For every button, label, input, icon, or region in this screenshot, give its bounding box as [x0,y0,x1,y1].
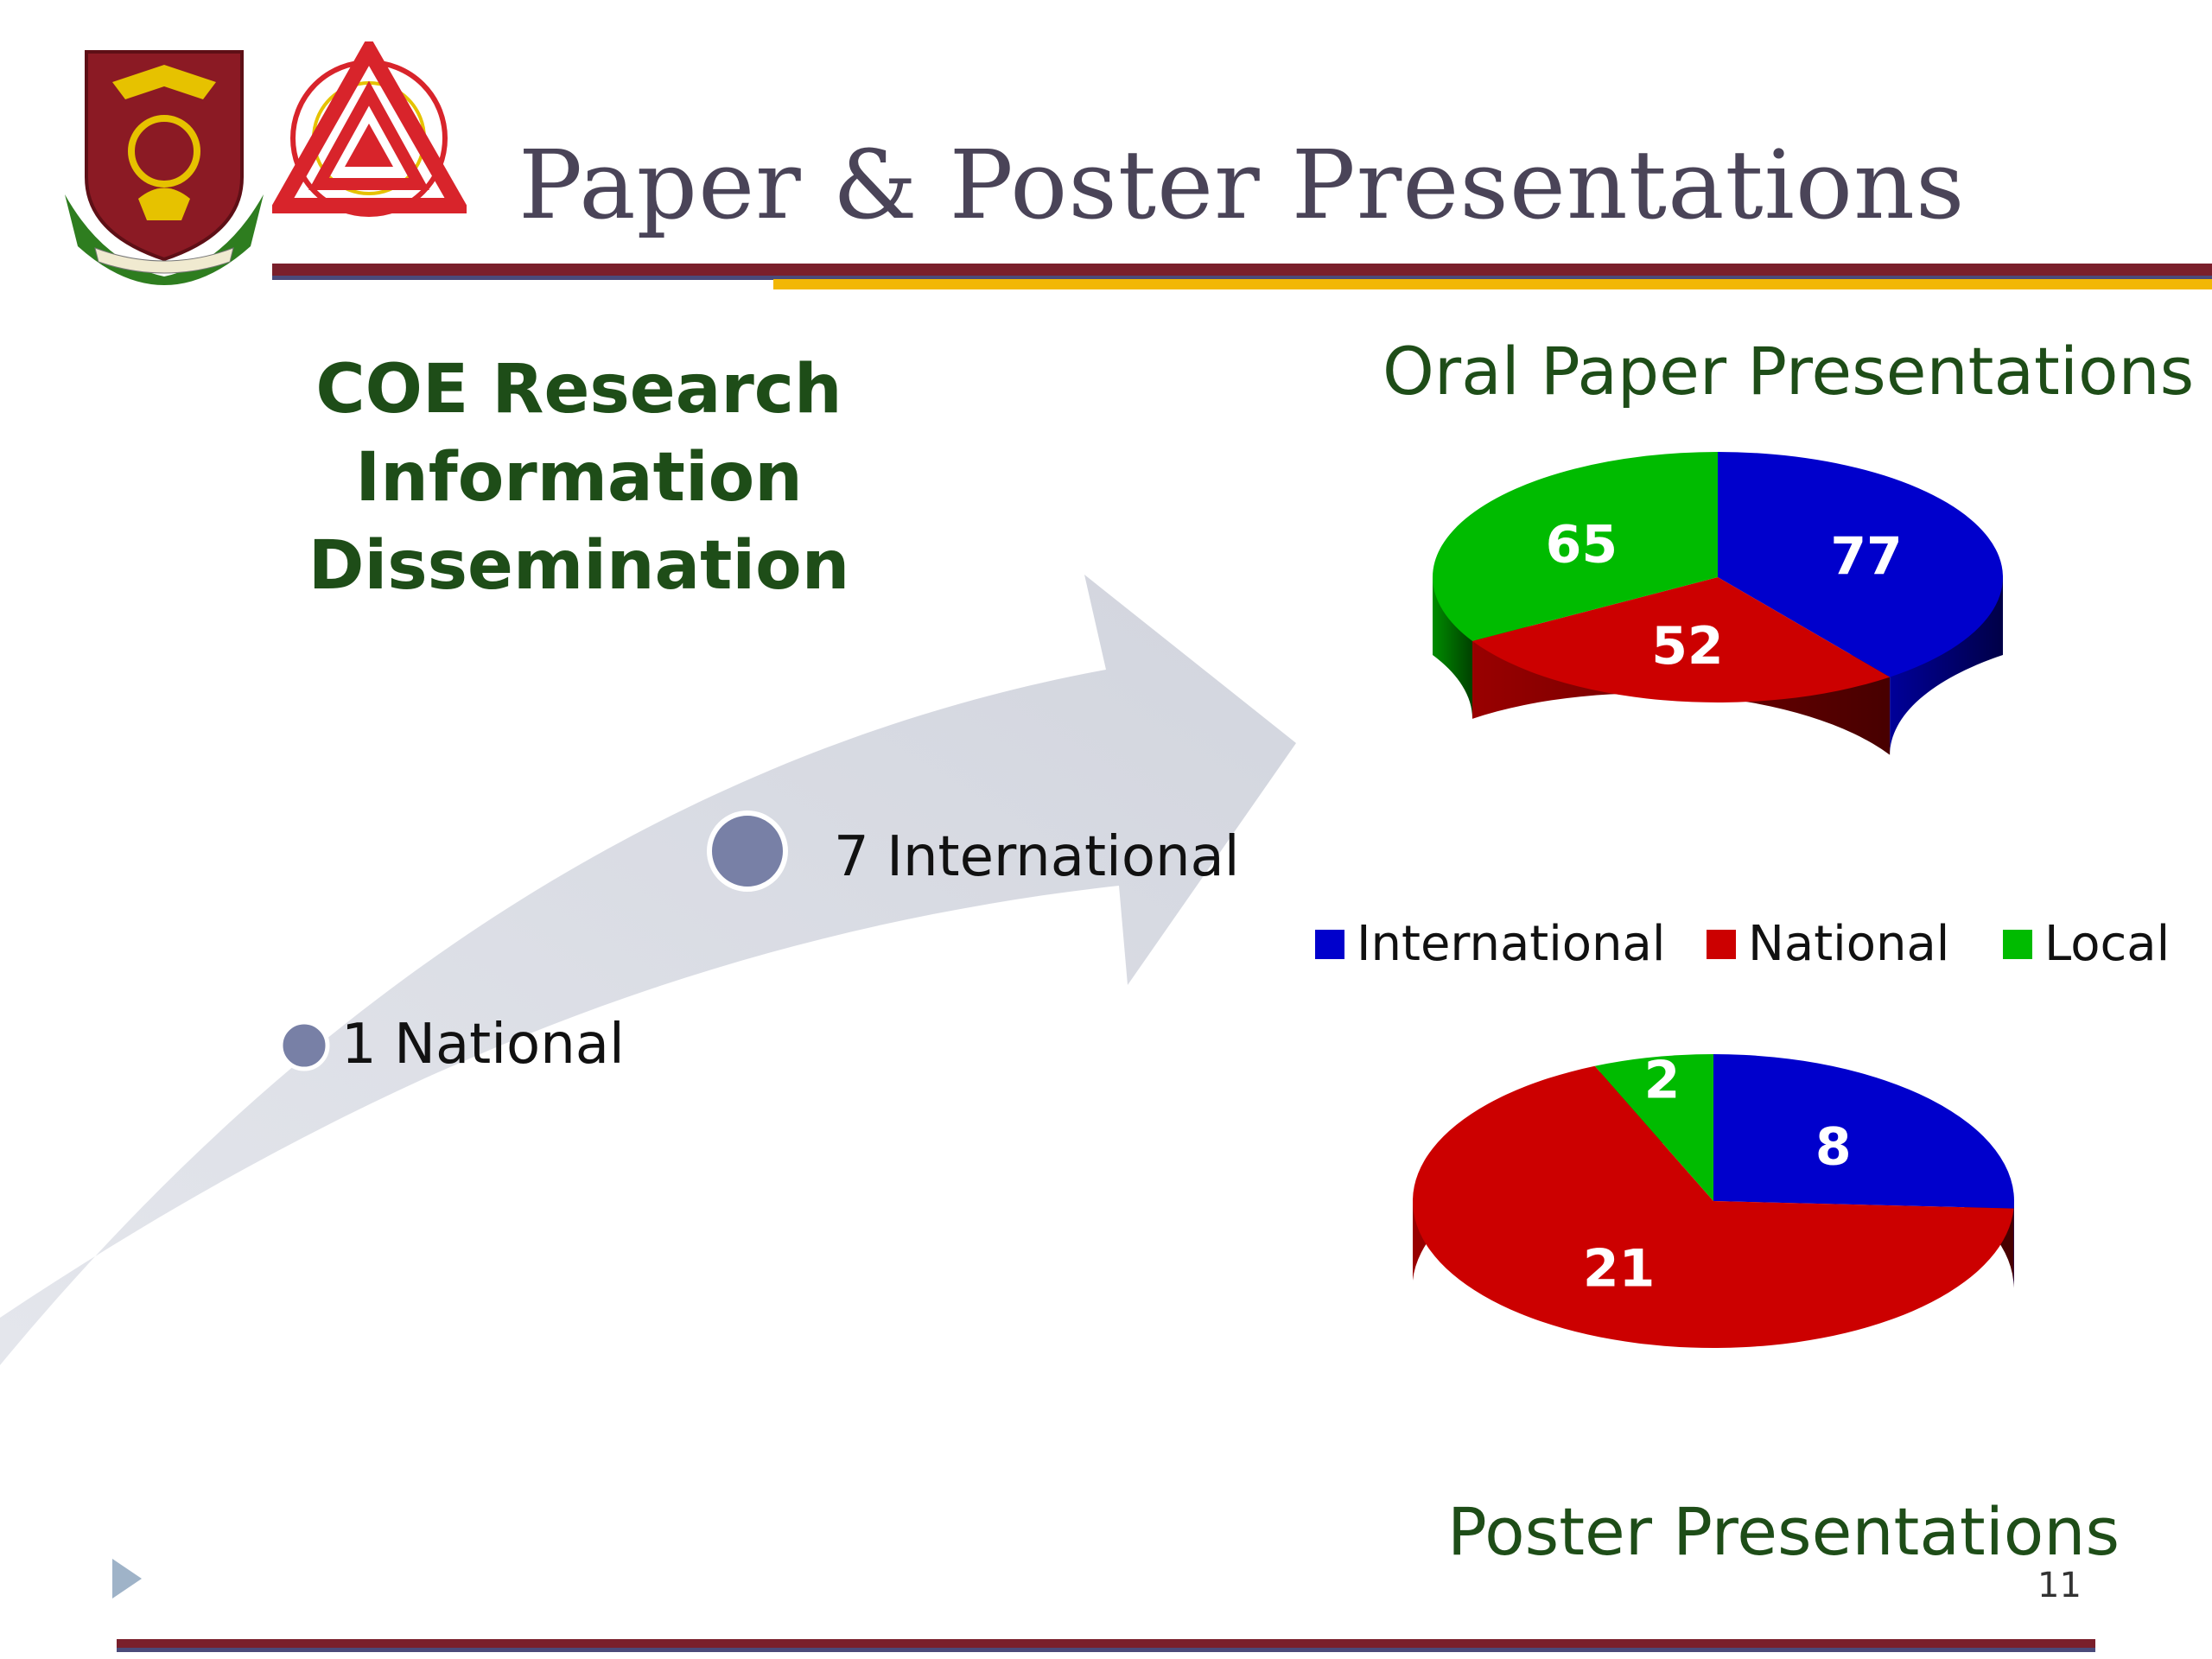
legend-label-international: International [1357,916,1666,972]
poster-label-local: 2 [1644,1050,1681,1110]
oral-label-international: 77 [1830,527,1903,588]
oral-slice-local [1432,452,1718,641]
oral-chart-title: Oral Paper Presentations [1382,333,2195,410]
oral-pie-chart: 77 52 65 [1432,452,2003,755]
poster-slice-national [1412,1065,2014,1348]
milestone-label-international: 7 International [834,825,1240,889]
top-rule-red [272,264,2212,276]
msu-logo [65,50,264,285]
top-rule-gold [773,279,2212,289]
legend-swatch-national [1707,929,1736,959]
oral-slice-national [1472,577,1891,702]
arrow-shape [0,575,1296,1365]
poster-label-national: 21 [1583,1239,1656,1300]
poster-label-international: 8 [1815,1117,1852,1178]
legend-item-national: National [1707,916,1949,972]
poster-pie-chart: 8 21 2 [1412,1050,2014,1348]
milestone-dot-international [707,810,788,892]
milestone-dot-national [278,1020,330,1071]
page-number: 11 [2037,1566,2082,1605]
poster-slice-international [1713,1054,2014,1209]
slide-title: Paper & Poster Presentations [518,130,1966,240]
poster-chart-title: Poster Presentations [1447,1493,2120,1570]
oral-label-local: 65 [1546,514,1618,575]
legend-item-local: Local [2003,916,2170,972]
top-rule-blue [272,276,2212,280]
subtitle-line-2: Dissemination [308,527,850,605]
legend-item-international: International [1315,916,1665,972]
legend-label-national: National [1748,916,1950,972]
play-triangle-icon[interactable] [111,1557,145,1600]
legend-swatch-local [2003,929,2032,959]
iit-logo [272,41,467,217]
subtitle-line-1: COE Research Information [315,351,842,517]
bottom-rule-blue [117,1648,2095,1652]
oral-slice-international [1718,452,2003,677]
legend-label-local: Local [2044,916,2171,972]
slide-subtitle: COE Research Information Dissemination [112,346,1046,610]
legend-swatch-international [1315,929,1344,959]
milestone-label-national: 1 National [341,1013,625,1077]
bottom-rule-red [117,1639,2095,1648]
oral-label-national: 52 [1651,616,1724,677]
poster-slice-local [1594,1054,1713,1201]
